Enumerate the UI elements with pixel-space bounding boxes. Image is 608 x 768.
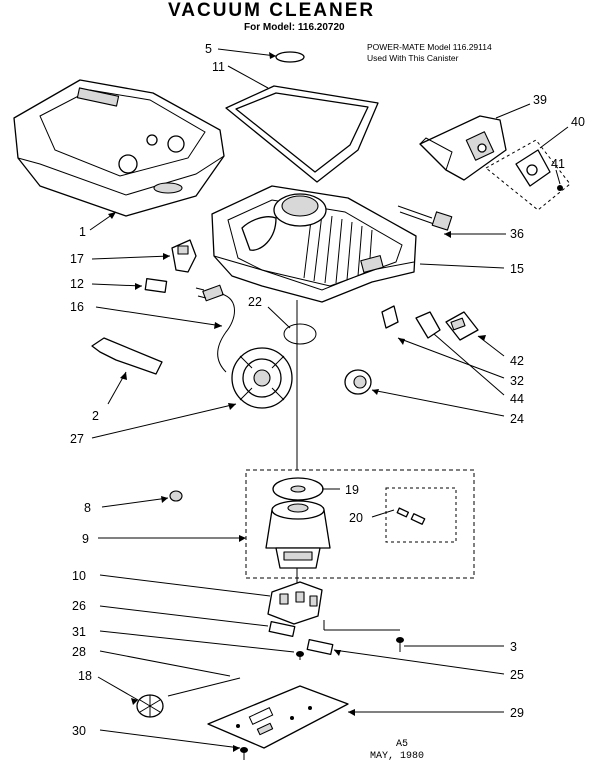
o-ring <box>283 323 317 345</box>
leader-arrowheads <box>108 52 486 752</box>
callout-42: 42 <box>510 354 524 368</box>
cord-reel <box>231 347 293 409</box>
callout-2: 2 <box>92 409 99 423</box>
callout-26: 26 <box>72 599 86 613</box>
bumper-right <box>306 638 334 656</box>
screw-3 <box>396 637 404 652</box>
page-code: A5 <box>396 739 409 750</box>
callout-9: 9 <box>82 532 89 546</box>
callout-10: 10 <box>72 569 86 583</box>
callout-5: 5 <box>205 42 212 56</box>
motor <box>265 500 331 569</box>
callout-29: 29 <box>510 706 524 720</box>
callout-1: 1 <box>79 225 86 239</box>
filter-frame <box>225 85 379 183</box>
latch-pin <box>381 305 399 329</box>
model-number: For Model: 116.20720 <box>244 22 345 33</box>
callout-41: 41 <box>551 157 565 171</box>
power-mate-receptacle <box>419 115 507 181</box>
callout-12: 12 <box>70 277 84 291</box>
motor-assembly-box <box>245 469 475 579</box>
latch <box>415 311 441 339</box>
callout-24: 24 <box>510 412 524 426</box>
diagram-title: VACUUM CLEANER <box>168 0 376 21</box>
callout-20: 20 <box>349 511 363 525</box>
callout-28: 28 <box>72 645 86 659</box>
power-cord <box>195 284 235 373</box>
power-mate-box <box>485 139 571 211</box>
callout-18: 18 <box>78 669 92 683</box>
callout-32: 32 <box>510 374 524 388</box>
callout-25: 25 <box>510 668 524 682</box>
brush-kit-box <box>385 487 457 543</box>
canister-note: Used With This Canister <box>367 53 459 63</box>
power-mate-plate <box>515 149 563 191</box>
callout-30: 30 <box>72 724 86 738</box>
motor-brushes <box>396 507 426 525</box>
callout-31: 31 <box>72 625 86 639</box>
caster-wheel <box>344 369 372 395</box>
callout-44: 44 <box>510 392 524 406</box>
bottom-plate <box>207 685 349 749</box>
callout-19: 19 <box>345 483 359 497</box>
callout-17: 17 <box>70 252 84 266</box>
filter-disc <box>275 51 305 63</box>
canister-body <box>211 185 417 303</box>
wire-spring <box>167 677 241 697</box>
callout-15: 15 <box>510 262 524 276</box>
power-mate-cord <box>397 205 453 231</box>
callout-36: 36 <box>510 227 524 241</box>
bracket <box>91 337 163 375</box>
cord-clip <box>445 311 479 341</box>
motor-gasket <box>272 477 324 501</box>
canister-cover <box>13 79 225 217</box>
callout-8: 8 <box>84 501 91 515</box>
print-date: MAY, 1980 <box>370 751 425 762</box>
callout-3: 3 <box>510 640 517 654</box>
callout-22: 22 <box>248 295 262 309</box>
callout-27: 27 <box>70 432 84 446</box>
nut <box>169 490 183 502</box>
callout-40: 40 <box>571 115 585 129</box>
screw-31 <box>296 651 304 660</box>
leader-lines <box>89 48 569 749</box>
callout-11: 11 <box>212 60 225 74</box>
callout-39: 39 <box>533 93 547 107</box>
screw-30 <box>240 747 248 760</box>
switch <box>171 239 197 273</box>
callout-16: 16 <box>70 300 84 314</box>
switch-button <box>144 278 168 293</box>
bumper-left <box>268 620 296 638</box>
exhaust-filter <box>136 694 164 718</box>
motor-mount <box>267 581 323 625</box>
power-mate-note: POWER-MATE Model 116.29114 <box>367 42 492 52</box>
